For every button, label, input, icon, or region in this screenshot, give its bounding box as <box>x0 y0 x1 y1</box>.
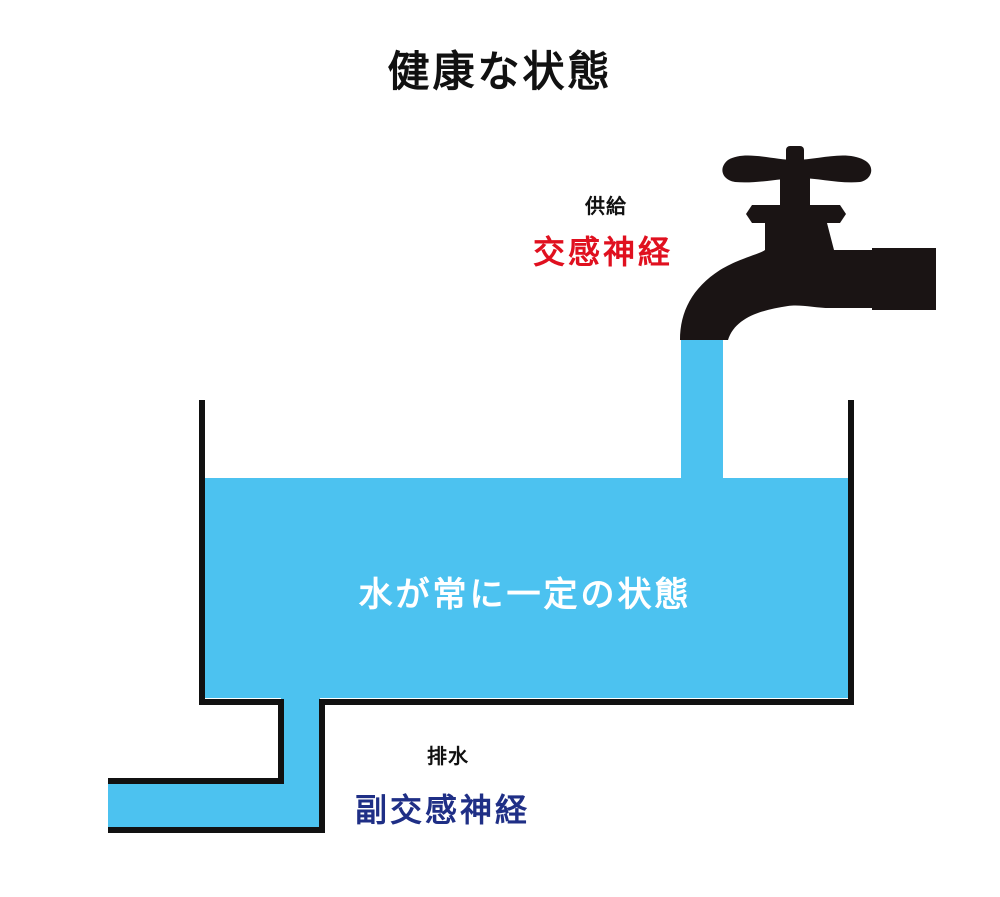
drain-caption: 排水 <box>427 744 469 768</box>
tank-outline <box>108 400 854 833</box>
diagram-title: 健康な状態 <box>387 47 613 96</box>
tank-water <box>205 478 848 698</box>
drain-water-horizontal <box>108 784 320 827</box>
faucet-icon <box>680 146 936 340</box>
supply-caption: 供給 <box>585 194 627 218</box>
supply-nerve-label: 交感神経 <box>533 233 674 271</box>
faucet-water-stream <box>681 338 723 483</box>
tank-status-text: 水が常に一定の状態 <box>358 575 692 615</box>
drain-nerve-label: 副交感神経 <box>355 791 531 829</box>
